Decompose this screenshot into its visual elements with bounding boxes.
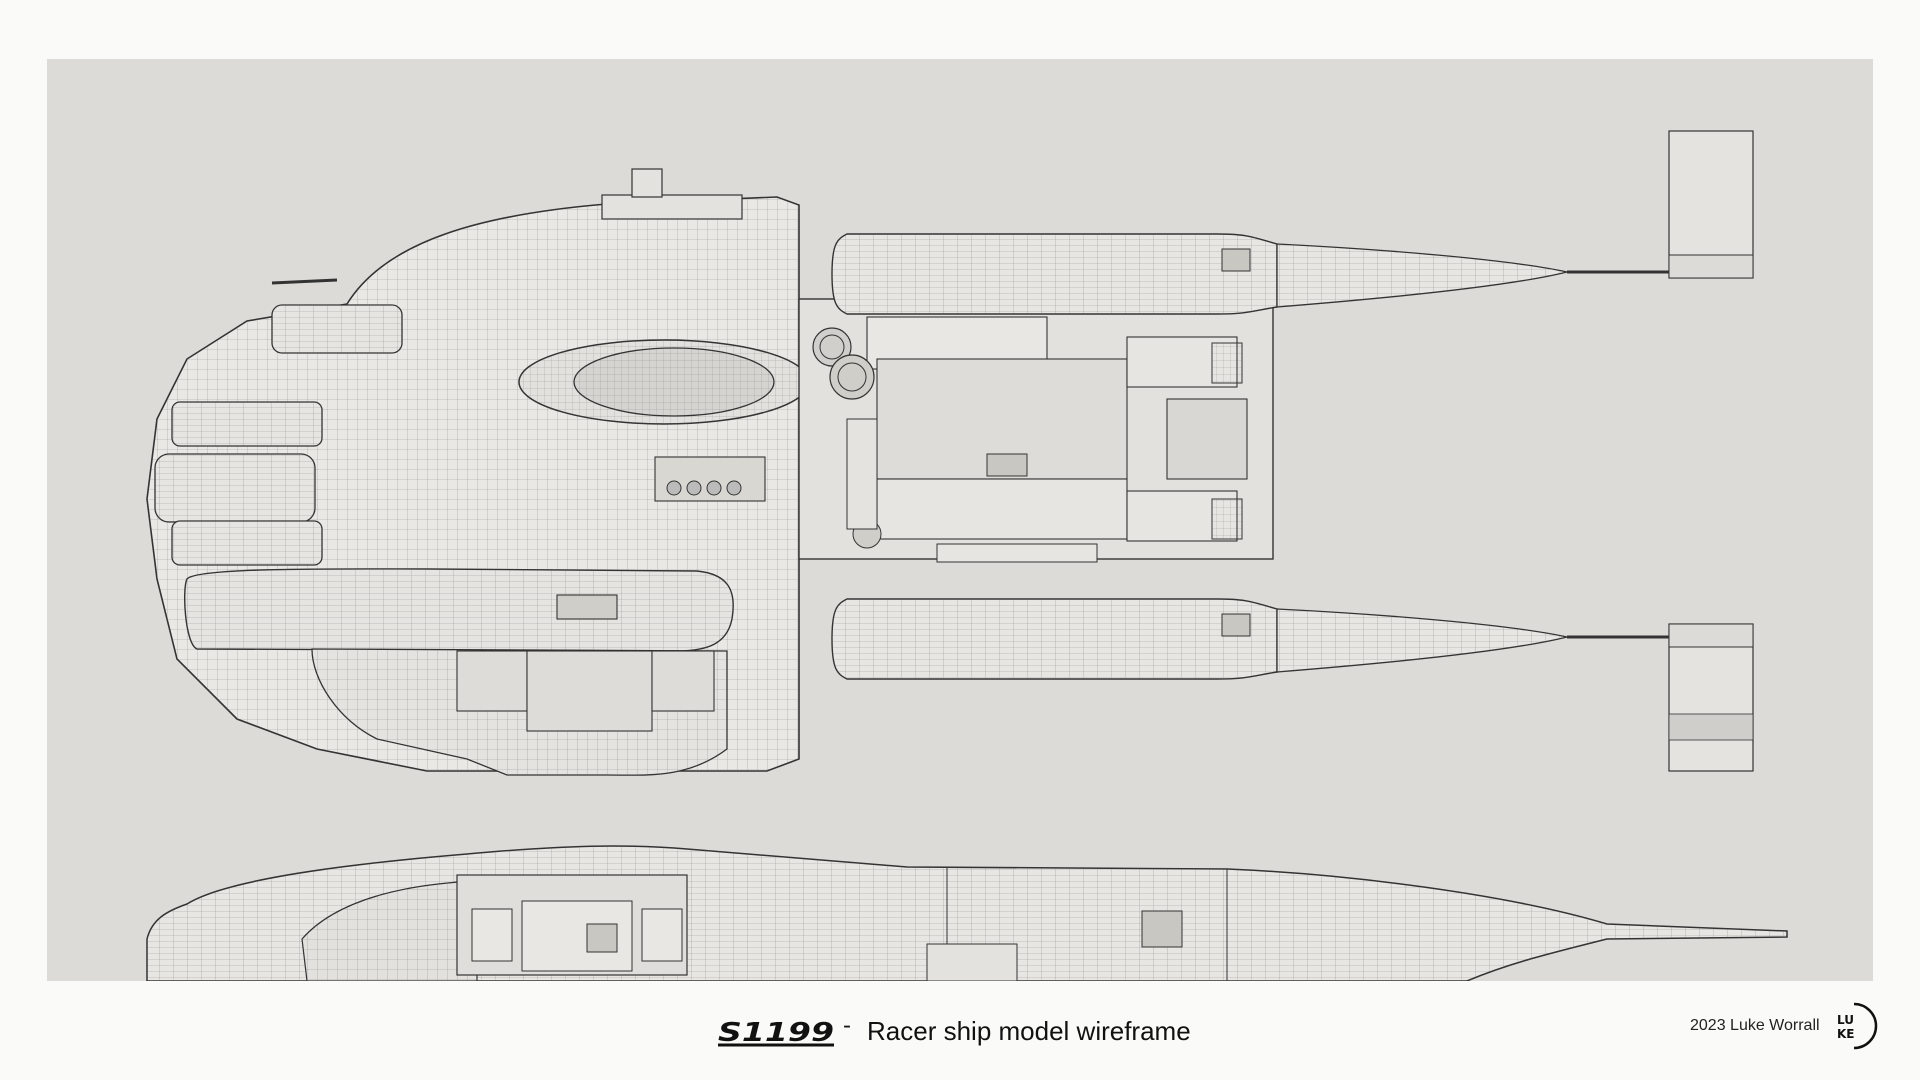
top-view (146, 130, 1754, 776)
svg-text:S1199: S1199 (718, 1018, 834, 1048)
svg-text:KE: KE (1837, 1027, 1855, 1041)
engine-nacelle-upper (831, 130, 1754, 315)
luke-brand-badge: LU KE (1837, 1002, 1878, 1050)
svg-text:LU: LU (1837, 1013, 1854, 1027)
front-hull (146, 168, 810, 776)
s1199-logo: S1199 (718, 1018, 834, 1048)
side-view (146, 845, 1788, 981)
footer: S1199 - Racer ship model wireframe 2023 … (0, 1000, 1920, 1080)
caption-separator: - (843, 1012, 851, 1039)
engine-bay (798, 283, 1274, 563)
caption-title: Racer ship model wireframe (867, 1016, 1191, 1046)
wireframe-canvas (47, 59, 1873, 981)
engine-nacelle-lower (831, 598, 1754, 772)
credit-text: 2023 Luke Worrall (1690, 1017, 1820, 1034)
